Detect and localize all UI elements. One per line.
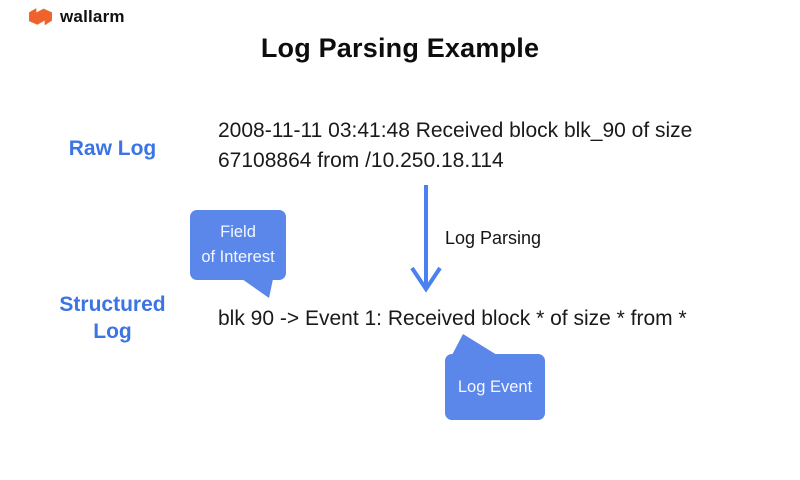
log-event-callout-tail xyxy=(449,334,501,361)
raw-log-line-1: 2008-11-11 03:41:48 Received block blk_9… xyxy=(218,119,693,142)
log-event-callout: Log Event xyxy=(445,354,545,420)
wallarm-logo-text: wallarm xyxy=(60,7,125,26)
structured-log-label-line-1: Structured xyxy=(59,293,166,316)
down-arrow-icon xyxy=(408,183,448,302)
field-of-interest-line-2: of Interest xyxy=(201,248,275,266)
field-of-interest-callout: Field of Interest xyxy=(190,210,286,280)
log-parsing-label: Log Parsing xyxy=(445,228,542,248)
field-of-interest-callout-tail xyxy=(242,279,276,304)
page-title: Log Parsing Example xyxy=(260,33,540,63)
raw-log-label: Raw Log xyxy=(68,137,157,160)
structured-log-text: blk 90 -> Event 1: Received block * of s… xyxy=(218,307,687,330)
wallarm-flag-icon xyxy=(28,7,53,27)
wallarm-logo: wallarm xyxy=(28,7,125,27)
raw-log-text: 2008-11-11 03:41:48 Received block blk_9… xyxy=(218,116,738,176)
field-of-interest-line-1: Field xyxy=(220,223,256,241)
raw-log-line-2: 67108864 from /10.250.18.114 xyxy=(218,149,504,172)
structured-log-label-line-2: Log xyxy=(93,320,132,343)
log-event-callout-text: Log Event xyxy=(457,377,533,396)
structured-log-label: Structured Log xyxy=(20,291,205,345)
